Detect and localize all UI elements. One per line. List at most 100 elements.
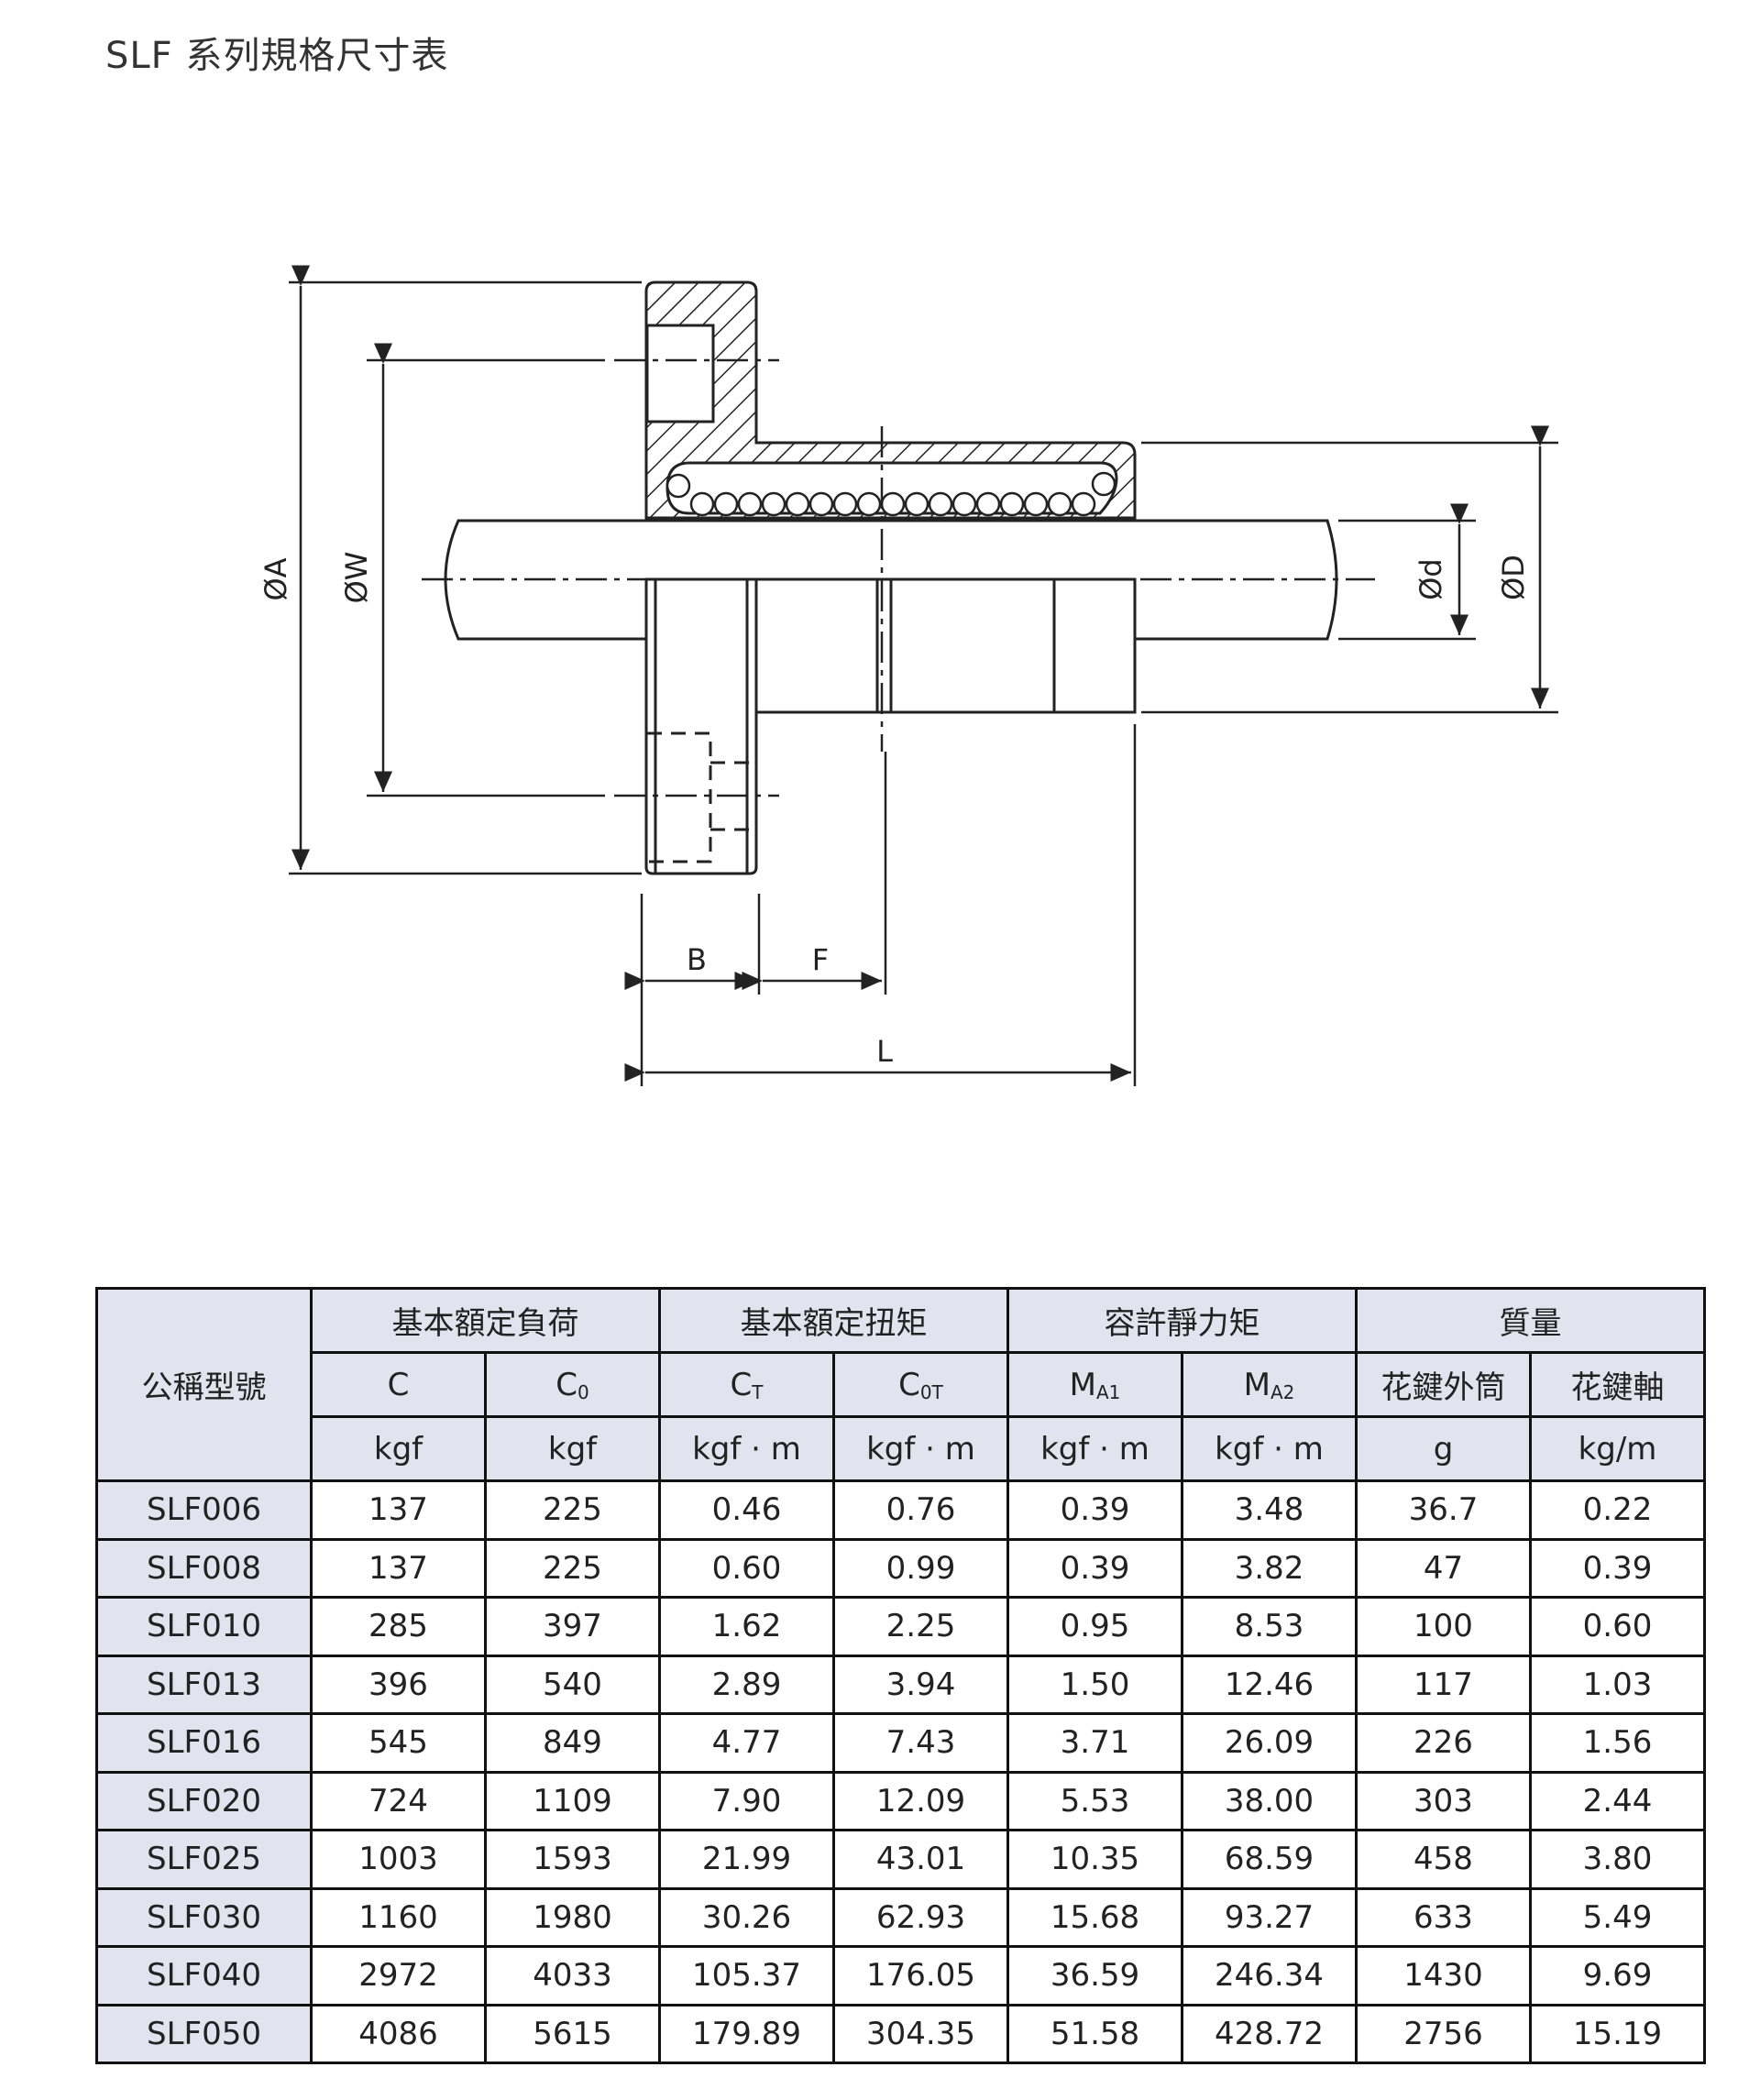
symbol-header: 花鍵軸	[1529, 1351, 1706, 1418]
value-cell: 137	[310, 1537, 487, 1599]
symbol-header: C0T	[832, 1351, 1009, 1418]
value-cell: 15.68	[1006, 1886, 1183, 1948]
value-cell: 5615	[484, 2003, 661, 2064]
value-cell: 1.62	[658, 1596, 835, 1657]
symbol-main: C	[387, 1366, 410, 1403]
value-cell: 38.00	[1181, 1770, 1358, 1831]
value-cell: 1430	[1355, 1945, 1532, 2007]
value-cell: 303	[1355, 1770, 1532, 1831]
group-header-mass: 質量	[1355, 1287, 1706, 1354]
value-cell: 2756	[1355, 2003, 1532, 2064]
value-cell: 105.37	[658, 1945, 835, 2007]
value-cell: 5.53	[1006, 1770, 1183, 1831]
group-header-torque: 基本額定扭矩	[658, 1287, 1009, 1354]
value-cell: 428.72	[1181, 2003, 1358, 2064]
value-cell: 1109	[484, 1770, 661, 1831]
value-cell: 100	[1355, 1596, 1532, 1657]
value-cell: 2972	[310, 1945, 487, 2007]
symbol-main: C	[898, 1366, 920, 1403]
value-cell: 10.35	[1006, 1829, 1183, 1890]
model-header: 公稱型號	[95, 1287, 313, 1482]
value-cell: 15.19	[1529, 2003, 1706, 2064]
value-cell: 1003	[310, 1829, 487, 1890]
value-cell: 4.77	[658, 1712, 835, 1774]
model-cell: SLF006	[95, 1479, 313, 1541]
header-row-groups: 公稱型號 基本額定負荷 基本額定扭矩 容許靜力矩 質量	[95, 1287, 1706, 1482]
symbol-header: C	[310, 1351, 487, 1418]
symbol-header: CT	[658, 1351, 835, 1418]
value-cell: 396	[310, 1654, 487, 1715]
value-cell: 3.80	[1529, 1829, 1706, 1890]
flange-bolt-hole-upper	[645, 324, 715, 423]
symbol-header: MA1	[1006, 1351, 1183, 1418]
dim-label-A: ØA	[258, 557, 293, 600]
value-cell: 458	[1355, 1829, 1532, 1890]
symbol-subscript: 0T	[919, 1380, 943, 1403]
value-cell: 93.27	[1181, 1886, 1358, 1948]
flange-upper-section	[644, 280, 1137, 520]
value-cell: 1160	[310, 1886, 487, 1948]
value-cell: 4033	[484, 1945, 661, 2007]
center-lines	[422, 358, 1375, 797]
value-cell: 724	[310, 1770, 487, 1831]
symbol-main: 花鍵軸	[1570, 1369, 1665, 1406]
model-cell: SLF008	[95, 1537, 313, 1599]
value-cell: 304.35	[832, 2003, 1009, 2064]
value-cell: 4086	[310, 2003, 487, 2064]
unit-header: kgf · m	[832, 1415, 1009, 1482]
model-cell: SLF030	[95, 1886, 313, 1948]
symbol-subscript: A1	[1095, 1380, 1121, 1403]
unit-header: kgf · m	[1006, 1415, 1183, 1482]
model-cell: SLF050	[95, 2003, 313, 2064]
value-cell: 226	[1355, 1712, 1532, 1774]
value-cell: 0.46	[658, 1479, 835, 1541]
symbol-subscript: A2	[1270, 1380, 1295, 1403]
value-cell: 9.69	[1529, 1945, 1706, 2007]
symbol-main: C	[556, 1366, 578, 1403]
symbol-main: M	[1069, 1366, 1096, 1403]
value-cell: 849	[484, 1712, 661, 1774]
value-cell: 36.7	[1355, 1479, 1532, 1541]
value-cell: 0.60	[1529, 1596, 1706, 1657]
dim-label-W: ØW	[339, 552, 374, 604]
value-cell: 0.39	[1006, 1479, 1183, 1541]
value-cell: 2.25	[832, 1596, 1009, 1657]
value-cell: 1.56	[1529, 1712, 1706, 1774]
symbol-main: M	[1243, 1366, 1270, 1403]
value-cell: 68.59	[1181, 1829, 1358, 1890]
value-cell: 1593	[484, 1829, 661, 1890]
value-cell: 0.76	[832, 1479, 1009, 1541]
value-cell: 62.93	[832, 1886, 1009, 1948]
value-cell: 1.50	[1006, 1654, 1183, 1715]
unit-header: kgf	[310, 1415, 487, 1482]
value-cell: 1980	[484, 1886, 661, 1948]
value-cell: 0.95	[1006, 1596, 1183, 1657]
model-cell: SLF013	[95, 1654, 313, 1715]
value-cell: 633	[1355, 1886, 1532, 1948]
value-cell: 176.05	[832, 1945, 1009, 2007]
value-cell: 47	[1355, 1537, 1532, 1599]
value-cell: 397	[484, 1596, 661, 1657]
flange-lower	[644, 577, 758, 875]
dim-label-L: L	[876, 1034, 893, 1069]
symbol-header: MA2	[1181, 1351, 1358, 1418]
value-cell: 0.39	[1529, 1537, 1706, 1599]
value-cell: 43.01	[832, 1829, 1009, 1890]
symbol-subscript: 0	[578, 1380, 589, 1403]
value-cell: 3.48	[1181, 1479, 1358, 1541]
value-cell: 1.03	[1529, 1654, 1706, 1715]
model-cell: SLF016	[95, 1712, 313, 1774]
unit-header: g	[1355, 1415, 1532, 1482]
